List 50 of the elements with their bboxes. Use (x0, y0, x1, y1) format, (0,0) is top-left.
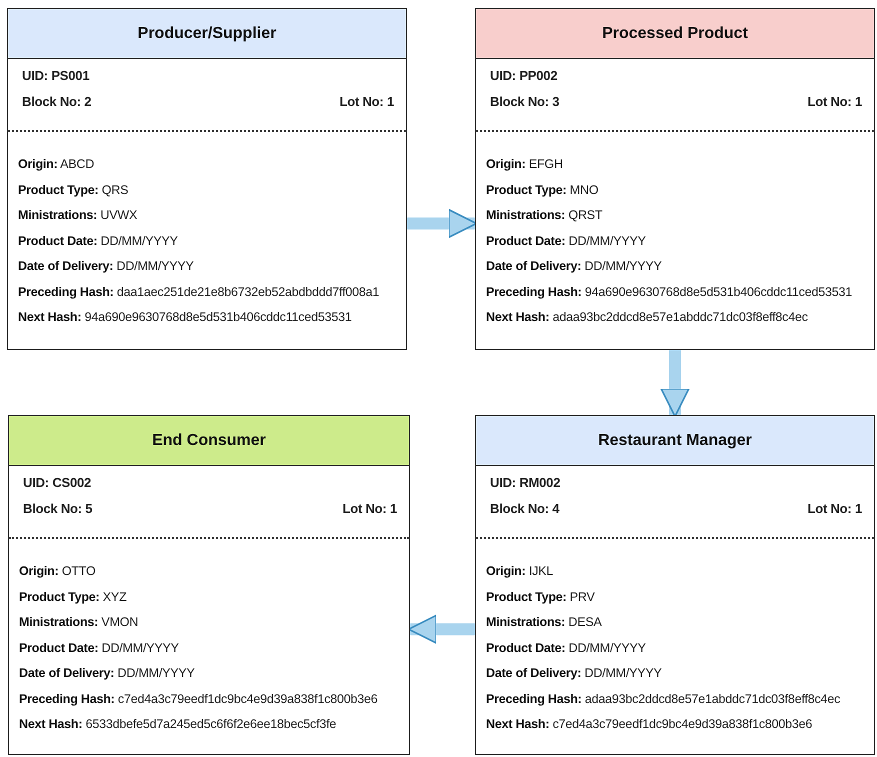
data-field: Product Date: DD/MM/YYYY (486, 640, 646, 654)
data-field: Preceding Hash: c7ed4a3c79eedf1dc9bc4e9d39a838f1c800b3e6 (19, 692, 378, 706)
block-field: Lot No: 1 (339, 94, 394, 109)
data-field: Product Date: DD/MM/YYYY (19, 640, 179, 654)
data-field: Origin: EFGH (486, 157, 563, 171)
data-field: Product Type: MNO (486, 182, 598, 196)
data-field: Product Date: DD/MM/YYYY (18, 234, 178, 248)
card-title: Processed Product (476, 9, 874, 59)
data-field: Preceding Hash: 94a690e9630768d8e5d531b406cddc11ced53531 (486, 284, 852, 298)
block-field: Block No: 5 (23, 501, 92, 516)
data-field: Ministrations: VMON (19, 615, 138, 629)
block-field: Block No: 4 (490, 501, 560, 516)
block-field: Lot No: 1 (342, 501, 397, 516)
block-field: Block No: 3 (490, 94, 560, 109)
block-card (475, 8, 875, 350)
block-field: Block No: 2 (22, 94, 92, 109)
data-field: Date of Delivery: DD/MM/YYYY (486, 259, 662, 273)
data-field: Product Type: QRS (18, 182, 128, 196)
data-field: Next Hash: adaa93bc2ddcd8e57e1abddc71dc03f8eff8c4ec (486, 310, 808, 324)
card-title: End Consumer (9, 416, 409, 466)
block-card (7, 8, 407, 350)
card-title: Producer/Supplier (8, 9, 406, 59)
block-arrow (407, 208, 478, 238)
block-field: Lot No: 1 (807, 501, 862, 516)
data-field: Date of Delivery: DD/MM/YYYY (486, 666, 662, 680)
data-field: Origin: ABCD (18, 157, 94, 171)
data-field: Ministrations: QRST (486, 208, 602, 222)
block-field: UID: RM002 (490, 475, 560, 490)
data-field: Next Hash: c7ed4a3c79eedf1dc9bc4e9d39a838f1c800b3e6 (486, 717, 812, 731)
data-field: Ministrations: UVWX (18, 208, 138, 222)
block-field: UID: PS001 (22, 68, 90, 83)
data-field: Preceding Hash: adaa93bc2ddcd8e57e1abddc71dc03f8eff8c4ec (486, 692, 840, 706)
block-field: UID: CS002 (23, 475, 92, 490)
data-field: Next Hash: 6533dbefe5d7a245ed5c6f6f2e6ee18bec5cf3fe (19, 717, 336, 731)
data-field: Origin: OTTO (19, 564, 96, 578)
data-field: Date of Delivery: DD/MM/YYYY (19, 666, 195, 680)
card-title: Restaurant Manager (476, 416, 874, 466)
data-field: Origin: IJKL (486, 564, 554, 578)
data-field: Next Hash: 94a690e9630768d8e5d531b406cddc11ced53531 (18, 310, 352, 324)
data-field: Preceding Hash: daa1aec251de21e8b6732eb52abdbddd7ff008a1 (18, 284, 380, 298)
data-field: Date of Delivery: DD/MM/YYYY (18, 259, 194, 273)
data-field: Product Type: XYZ (19, 590, 126, 604)
data-field: Ministrations: DESA (486, 615, 602, 629)
data-field: Product Type: PRV (486, 590, 595, 604)
block-field: UID: PP002 (490, 68, 558, 83)
data-field: Product Date: DD/MM/YYYY (486, 234, 646, 248)
block-card (8, 415, 410, 755)
block-card (475, 415, 875, 755)
block-arrow (660, 350, 690, 418)
block-field: Lot No: 1 (807, 94, 862, 109)
